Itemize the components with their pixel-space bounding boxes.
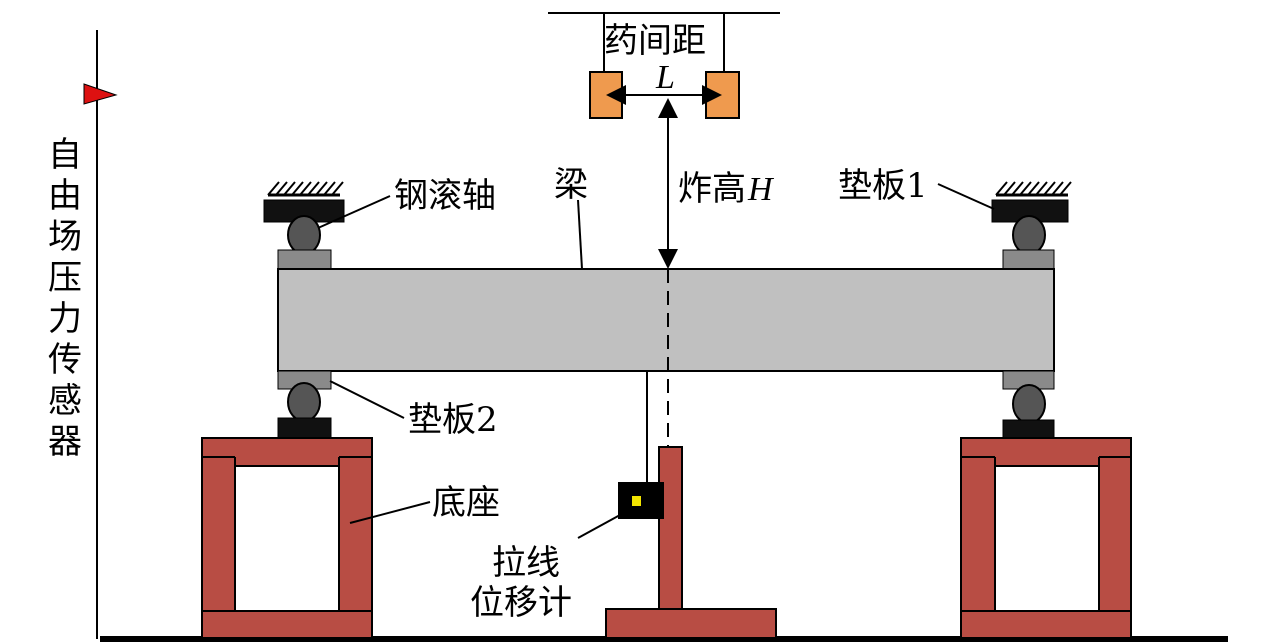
roller-icon [287, 215, 321, 255]
height-symbol: H [747, 171, 775, 208]
roller-icon [287, 382, 321, 422]
hatch-stroke [299, 181, 312, 196]
meter-indicator [632, 496, 641, 506]
pad-plate [277, 249, 332, 271]
pressure-sensor-label-char: 力 [48, 299, 82, 339]
right-base [960, 437, 1132, 639]
leader-displacement-meter [577, 514, 621, 539]
right-top-support [991, 181, 1072, 271]
leader-lines [317, 183, 995, 539]
stand-base [605, 608, 777, 639]
charge-assembly: 药间距 L [548, 12, 780, 119]
pressure-sensor-label-char: 由 [48, 176, 82, 216]
left-top-support [263, 181, 345, 271]
pressure-sensor-label-char: 感 [48, 381, 82, 421]
hatch-stroke [267, 181, 280, 196]
hatch-stroke [323, 181, 336, 196]
pressure-sensor-label-char: 器 [48, 422, 82, 462]
pressure-sensor-label-char: 场 [48, 217, 82, 257]
roller-icon [1012, 384, 1046, 424]
steel-roller-label: 钢滚轴 [394, 176, 496, 216]
leader-pad-plate-1 [937, 183, 995, 210]
ground-hatch-icon [995, 181, 1072, 197]
pad-plate-2-label: 垫板2 [408, 400, 498, 440]
displacement-meter-label-line2: 位移计 [470, 583, 572, 623]
hatch-stroke [1035, 181, 1048, 196]
leader-beam [577, 199, 583, 270]
left-base [201, 437, 373, 639]
beam-label: 梁 [554, 165, 588, 205]
burst-height-label: 炸高 [678, 169, 746, 209]
pressure-sensor-label-char: 自 [48, 135, 82, 175]
pressure-sensor-label-char: 传 [48, 340, 82, 380]
hatch-stroke [995, 181, 1008, 196]
hatch-stroke [331, 181, 344, 196]
base-label: 底座 [432, 483, 500, 523]
pressure-sensor-label-char: 压 [48, 258, 82, 298]
hatch-stroke [315, 181, 328, 196]
hatch-stroke [275, 181, 288, 196]
hatch-stroke [1011, 181, 1024, 196]
left-bottom-support [277, 370, 332, 439]
base-frame-joints [202, 456, 372, 612]
hatch-stroke [283, 181, 296, 196]
ground-hatch-icon [267, 181, 344, 197]
base-frame-joints [961, 456, 1131, 612]
base-frame [201, 437, 373, 639]
hatch-stroke [1043, 181, 1056, 196]
hatch-stroke [307, 181, 320, 196]
pad-plate-1-label: 垫板1 [838, 166, 928, 206]
leader-pad-plate-2 [329, 380, 405, 419]
displacement-meter-stand [605, 371, 777, 639]
hatch-stroke [1003, 181, 1016, 196]
bottom-plate [277, 417, 332, 439]
base-frame [960, 437, 1132, 639]
displacement-meter-label-line1: 拉线 [492, 543, 560, 583]
hatch-stroke [1027, 181, 1040, 196]
pad-plate [1002, 249, 1055, 271]
stand-post [658, 446, 683, 610]
right-bottom-support [1002, 370, 1055, 441]
spacing-symbol: L [655, 59, 675, 96]
roller-icon [1012, 215, 1046, 255]
leader-steel-roller [317, 195, 391, 229]
flag-icon [83, 83, 118, 105]
charge-spacing-label: 药间距 [604, 21, 706, 61]
hatch-stroke [1059, 181, 1072, 196]
hatch-stroke [1019, 181, 1032, 196]
hatch-stroke [291, 181, 304, 196]
hatch-stroke [1051, 181, 1064, 196]
leader-base [349, 501, 431, 524]
beam [277, 268, 1055, 372]
